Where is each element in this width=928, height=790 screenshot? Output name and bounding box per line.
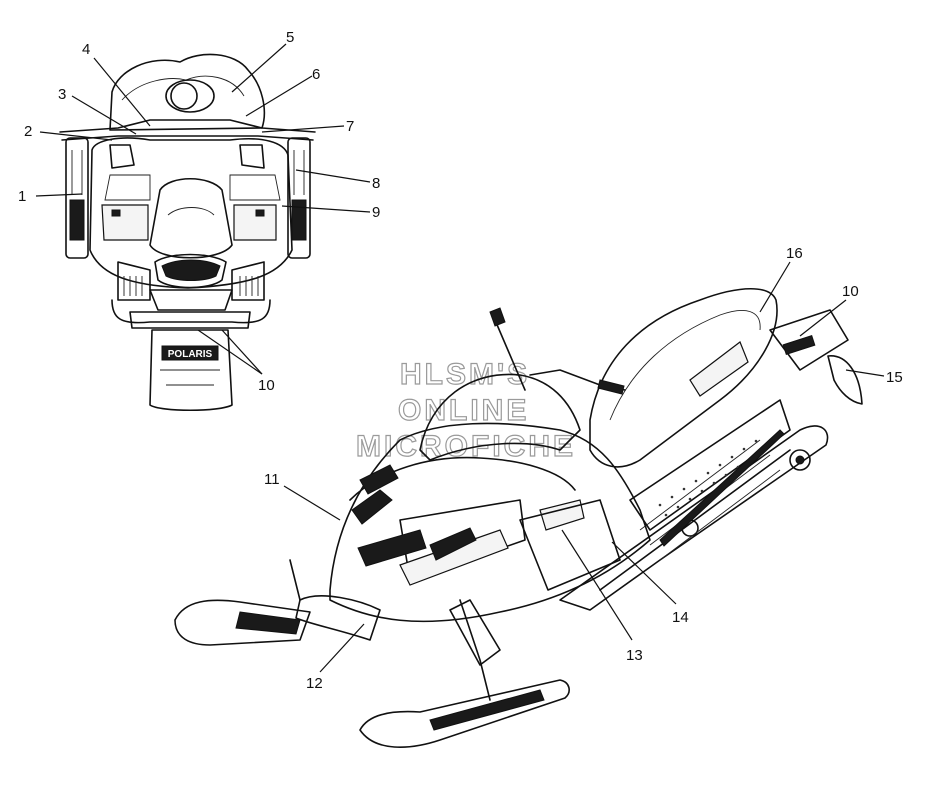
callout-10a: 10 [258,377,275,394]
callout-8: 8 [372,175,380,192]
callout-7: 7 [346,118,354,135]
callout-13: 13 [626,647,643,664]
side-view-callouts: 10 11 12 13 14 15 16 [264,245,903,692]
front-view-callouts: 1 2 3 4 5 6 7 8 9 10 [18,29,380,394]
callout-6: 6 [312,66,320,83]
front-view-snowmobile: POLARIS [59,53,316,412]
brand-label: POLARIS [168,349,213,360]
callout-15: 15 [886,369,903,386]
callout-9: 9 [372,204,380,221]
side-view-snowmobile [174,287,863,748]
callout-16: 16 [786,245,803,262]
callout-2: 2 [24,123,32,140]
callout-12: 12 [306,675,323,692]
watermark: HLSM'S ONLINE MICROFICHE [355,357,573,463]
callout-11: 11 [264,471,280,488]
callout-10b: 10 [842,283,859,300]
callout-5: 5 [286,29,294,46]
callout-14: 14 [672,609,689,626]
callout-4: 4 [82,41,90,58]
watermark-line-2: ONLINE [398,394,529,427]
callout-1: 1 [18,188,26,205]
callout-3: 3 [58,86,66,103]
